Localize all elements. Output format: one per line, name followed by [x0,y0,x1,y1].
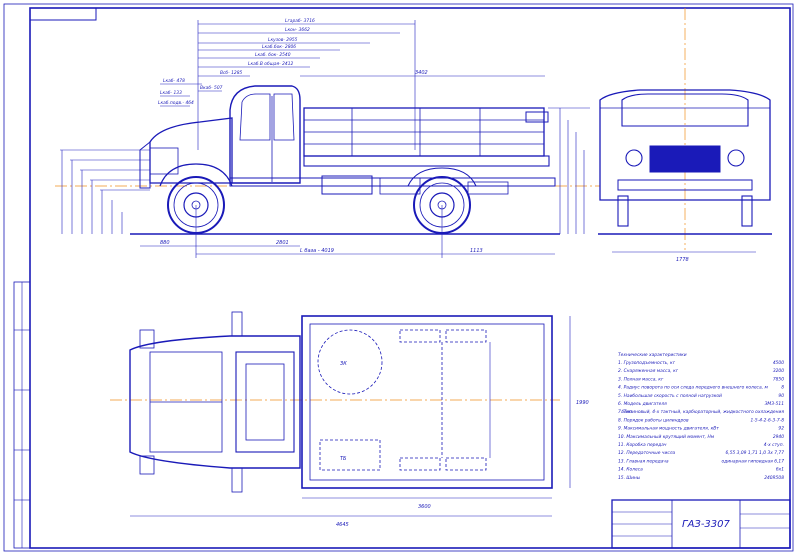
spec-value: 92 [778,426,784,432]
dim-label: Lкузов- 2955 [268,37,298,43]
front-view: 1778 [598,89,772,263]
spec-value: одинарная гипоидная 6,17 [721,458,784,464]
spec-label: 14. Колеса [618,467,643,473]
dim-label: 3402 [415,70,428,76]
spec-label: 1. Грузоподъемность, кг [618,360,676,366]
spec-label: 7. Тип [618,409,632,415]
spec-value: 6,55 3,09 1,71 1,0 Зх 7,77 [726,450,785,456]
dim-label: Lкаб. бок- 2540 [255,52,291,58]
spec-label: 5. Наибольшая скорость с полной нагрузко… [618,393,722,399]
dim-label: 3600 [418,504,431,510]
spec-label: 10. Максимальный крутящий момент, Нм [618,434,715,440]
spec-label: 3. Полная масса, кг [618,376,664,382]
dim-label: Bcб- 1285 [220,70,242,76]
dim-label: Bкаб- 507 [200,85,223,91]
dim-label: Lкаб- 478 [163,78,185,84]
side-view: Lгараб- 3716 Lкон- 3662 Lкузов- 2955 Lка… [60,18,590,258]
dim-label: 4645 [336,522,349,528]
spec-value: 90 [778,393,784,399]
dim-label: Lкон- 3662 [285,27,310,33]
spec-label: 6. Модель двигателя [618,401,667,407]
spec-value: 4-х ступ. [764,442,784,448]
plan-view: ЗК ТБ 3600 4645 1990 [129,311,589,528]
specs-title: Технические характеристики [618,352,687,358]
specifications-table: Технические характеристики 1. Грузоподъе… [618,352,784,481]
spec-label: 8. Порядок работы цилиндров [618,417,689,423]
dim-label: 880 [160,240,170,246]
fuel-tank-label: ТБ [340,456,347,462]
dim-label: Lкаб- 133 [160,90,182,96]
dim-label: 2801 [276,240,289,246]
dim-label: Lкаб.В общая- 2412 [248,61,294,67]
spec-value: 7850 [773,376,784,382]
drawing-title: ГАЗ-3307 [682,519,731,530]
spec-label: 15. Шины [618,475,641,481]
spec-value: 3200 [773,368,784,374]
dim-label: L база - 4019 [300,248,334,254]
frame-border [29,7,791,549]
spec-value: 240R508 [764,475,784,481]
spec-label: 4. Радиус поворота по оси следа переднег… [618,385,768,391]
spec-value: 8 [781,385,784,391]
dim-label: Lкаб.подв.- 464 [158,100,194,106]
spec-value: 1-5-4-2-6-3-7-8 [751,417,785,423]
spare-wheel-label: ЗК [340,361,347,367]
spec-value: 2940 [773,434,784,440]
spec-value: бензиновый, 4-х тактный, карбюраторный, … [622,409,785,415]
spec-label: 2. Снаряженная масса, кг [618,368,679,374]
dim-label: 1113 [470,248,483,254]
spec-label: 11. Коробка передач [618,442,667,448]
spec-label: 9. Максимальная мощность двигателя, кВт [618,426,719,432]
dim-label: 1778 [676,257,689,263]
dim-label: Lкаб.бок- 2806 [262,44,296,50]
spec-value: 6х1 [776,467,784,473]
spec-label: 13. Главная передача [618,458,669,464]
spec-label: 12. Передаточные числа [618,450,676,456]
dim-label: Lгараб- 3716 [285,18,315,24]
title-block: ГАЗ-3307 [611,499,791,549]
spec-value: 4500 [773,360,784,366]
dim-label: 1990 [576,400,589,406]
spec-value: ЗМЗ-511 [765,401,785,407]
